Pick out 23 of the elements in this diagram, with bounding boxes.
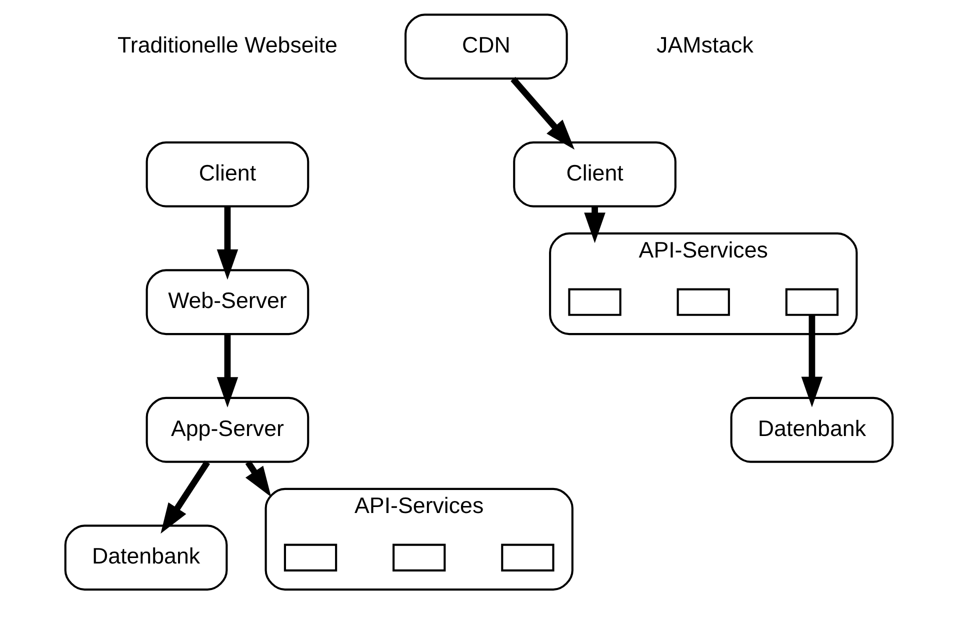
node-box: Web-Server [145,269,309,336]
cluster: API-Services [548,232,858,336]
node-box: Client [145,141,309,208]
label: Traditionelle Webseite [117,32,337,58]
node-box [568,288,621,316]
node-box: Datenbank [64,524,228,591]
node-box [500,544,554,572]
node-box [283,544,337,572]
arrow [216,334,238,408]
node-box: App-Server [145,396,309,463]
node-box: Datenbank [730,396,894,463]
node-box: Client [512,141,676,208]
label: JAMstack [656,32,753,58]
arrow [510,76,574,150]
arrow [244,460,271,497]
node-box [392,544,446,572]
arrow [216,206,238,280]
arrow [160,460,210,534]
node-box [676,288,730,316]
node-box: CDN [404,14,568,80]
node-box [784,288,838,316]
cluster: API-Services [264,488,573,591]
arrow [800,315,822,408]
